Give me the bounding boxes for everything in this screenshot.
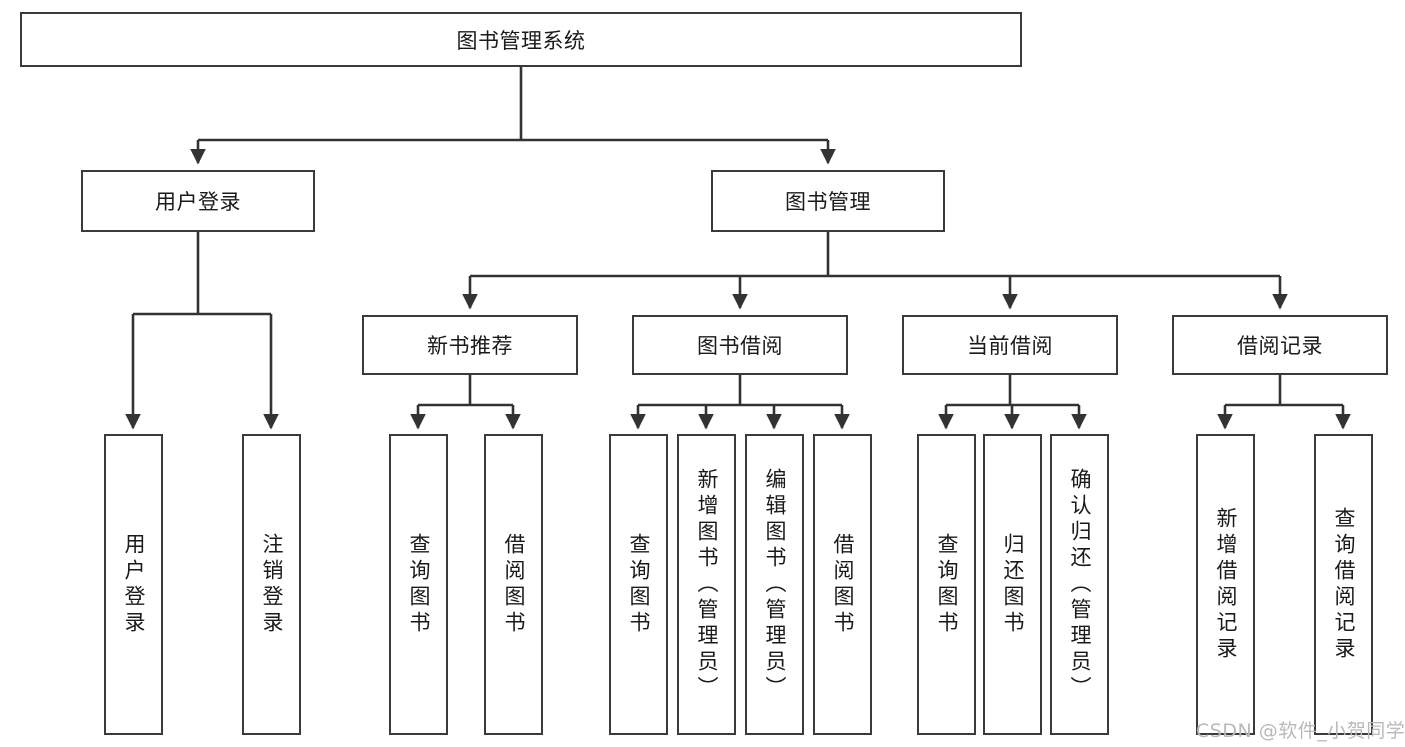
node-user-login-label: 用户登录: [155, 190, 241, 214]
node-root-label: 图书管理系统: [456, 28, 586, 53]
node-leaf-logout-login[interactable]: 注销登录: [242, 434, 301, 735]
node-new-book-recommend[interactable]: 新书推荐: [362, 315, 578, 375]
node-leaf-confirm-return[interactable]: 确认归还（管理员）: [1050, 434, 1109, 735]
node-borrow-record-label: 借阅记录: [1237, 334, 1323, 358]
node-book-management[interactable]: 图书管理: [711, 170, 945, 232]
node-leaf-query-borrow-record-label: 查询借阅记录: [1332, 506, 1356, 663]
node-leaf-return-book[interactable]: 归还图书: [983, 434, 1042, 735]
node-leaf-add-book[interactable]: 新增图书（管理员）: [677, 434, 736, 735]
node-book-management-label: 图书管理: [785, 190, 871, 214]
node-leaf-user-login-label: 用户登录: [122, 532, 146, 637]
node-leaf-edit-book[interactable]: 编辑图书（管理员）: [745, 434, 804, 735]
node-book-borrow-label: 图书借阅: [697, 334, 783, 358]
node-leaf-query-borrow-record[interactable]: 查询借阅记录: [1314, 434, 1373, 735]
node-leaf-user-login[interactable]: 用户登录: [104, 434, 163, 735]
node-borrow-record[interactable]: 借阅记录: [1172, 315, 1388, 375]
node-book-borrow[interactable]: 图书借阅: [632, 315, 848, 375]
node-leaf-logout-login-label: 注销登录: [260, 532, 284, 637]
node-new-book-recommend-label: 新书推荐: [427, 334, 513, 358]
node-leaf-add-borrow-record-label: 新增借阅记录: [1214, 506, 1238, 663]
node-leaf-query-book-recommend-label: 查询图书: [407, 532, 431, 637]
node-user-login[interactable]: 用户登录: [81, 170, 315, 232]
node-leaf-query-book-borrow-label: 查询图书: [627, 532, 651, 637]
node-current-borrow[interactable]: 当前借阅: [902, 315, 1118, 375]
node-leaf-query-book-current-label: 查询图书: [935, 532, 959, 637]
node-leaf-query-book-borrow[interactable]: 查询图书: [609, 434, 668, 735]
node-leaf-borrow-book-recommend-label: 借阅图书: [502, 532, 526, 637]
node-leaf-confirm-return-label: 确认归还（管理员）: [1068, 467, 1092, 702]
node-leaf-edit-book-label: 编辑图书（管理员）: [763, 467, 787, 702]
node-leaf-return-book-label: 归还图书: [1001, 532, 1025, 637]
node-root[interactable]: 图书管理系统: [20, 12, 1022, 67]
node-leaf-add-borrow-record[interactable]: 新增借阅记录: [1196, 434, 1255, 735]
node-leaf-borrow-book[interactable]: 借阅图书: [813, 434, 872, 735]
node-leaf-query-book-recommend[interactable]: 查询图书: [389, 434, 448, 735]
node-current-borrow-label: 当前借阅: [967, 334, 1053, 358]
csdn-watermark: CSDN @软件_小贺同学: [1196, 720, 1405, 742]
node-leaf-query-book-current[interactable]: 查询图书: [917, 434, 976, 735]
node-leaf-borrow-book-recommend[interactable]: 借阅图书: [484, 434, 543, 735]
node-leaf-add-book-label: 新增图书（管理员）: [695, 467, 719, 702]
node-leaf-borrow-book-label: 借阅图书: [831, 532, 855, 637]
